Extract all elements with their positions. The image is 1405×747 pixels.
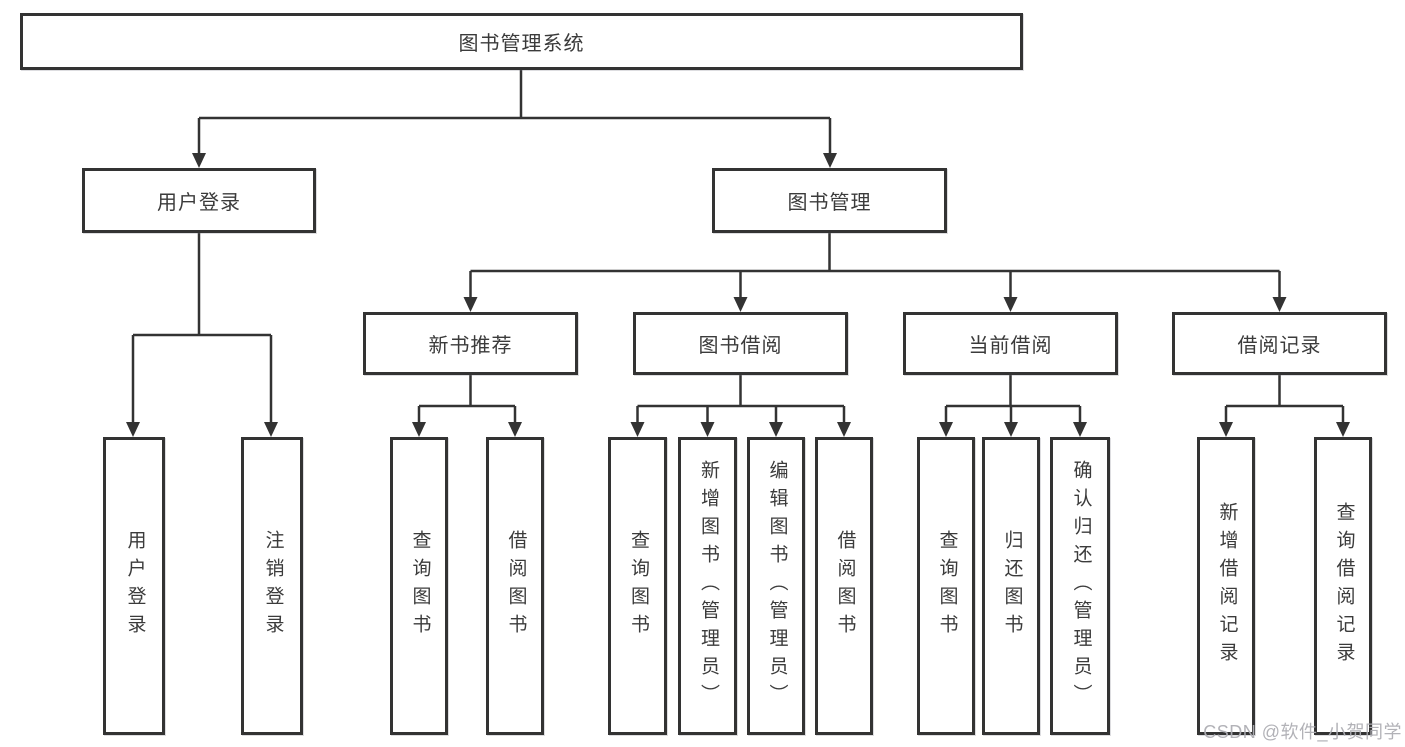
node-new-book-recommend: 新书推荐 [363,312,578,375]
leaf-current-query-books: 查询图书 [917,437,975,735]
leaf-current-return-books: 归还图书 [982,437,1040,735]
node-label: 查询图书 [409,530,431,642]
leaf-current-confirm-return-admin: 确认归还（管理员） [1050,437,1110,735]
leaf-recommend-borrow-books: 借阅图书 [486,437,544,735]
node-label: 新增借阅记录 [1216,502,1238,670]
node-label: 借阅记录 [1237,335,1322,357]
leaf-borrow-edit-books-admin: 编辑图书（管理员） [747,437,805,735]
node-borrow-records: 借阅记录 [1172,312,1387,375]
node-book-borrow: 图书借阅 [633,312,848,375]
node-label: 图书管理 [787,192,872,214]
node-root: 图书管理系统 [20,13,1023,70]
node-label: 新增图书（管理员） [697,460,719,712]
node-label: 借阅图书 [505,530,527,642]
node-label: 当前借阅 [968,335,1053,357]
leaf-logout: 注销登录 [241,437,303,735]
node-label: 查询借阅记录 [1333,502,1355,670]
node-root-label: 图书管理系统 [458,33,585,55]
node-label: 新书推荐 [428,335,513,357]
node-current-borrow: 当前借阅 [903,312,1118,375]
leaf-borrow-query-books: 查询图书 [608,437,667,735]
node-label: 查询图书 [627,530,649,642]
node-label: 用户登录 [124,530,146,642]
node-label: 归还图书 [1001,530,1023,642]
node-label: 图书借阅 [698,335,783,357]
node-label: 注销登录 [262,530,284,642]
leaf-records-query-record: 查询借阅记录 [1314,437,1372,735]
node-book-management: 图书管理 [712,168,947,233]
node-label: 借阅图书 [834,530,856,642]
node-user-login: 用户登录 [82,168,316,233]
node-label: 编辑图书（管理员） [766,460,788,712]
leaf-borrow-borrow-books: 借阅图书 [815,437,873,735]
node-label: 用户登录 [157,192,241,214]
leaf-user-login: 用户登录 [103,437,165,735]
node-label: 确认归还（管理员） [1070,460,1092,712]
node-label: 查询图书 [936,530,958,642]
leaf-borrow-add-books-admin: 新增图书（管理员） [678,437,737,735]
csdn-watermark: CSDN @软件_小贺同学 [1203,722,1402,742]
leaf-records-add-record: 新增借阅记录 [1197,437,1255,735]
leaf-recommend-query-books: 查询图书 [390,437,448,735]
